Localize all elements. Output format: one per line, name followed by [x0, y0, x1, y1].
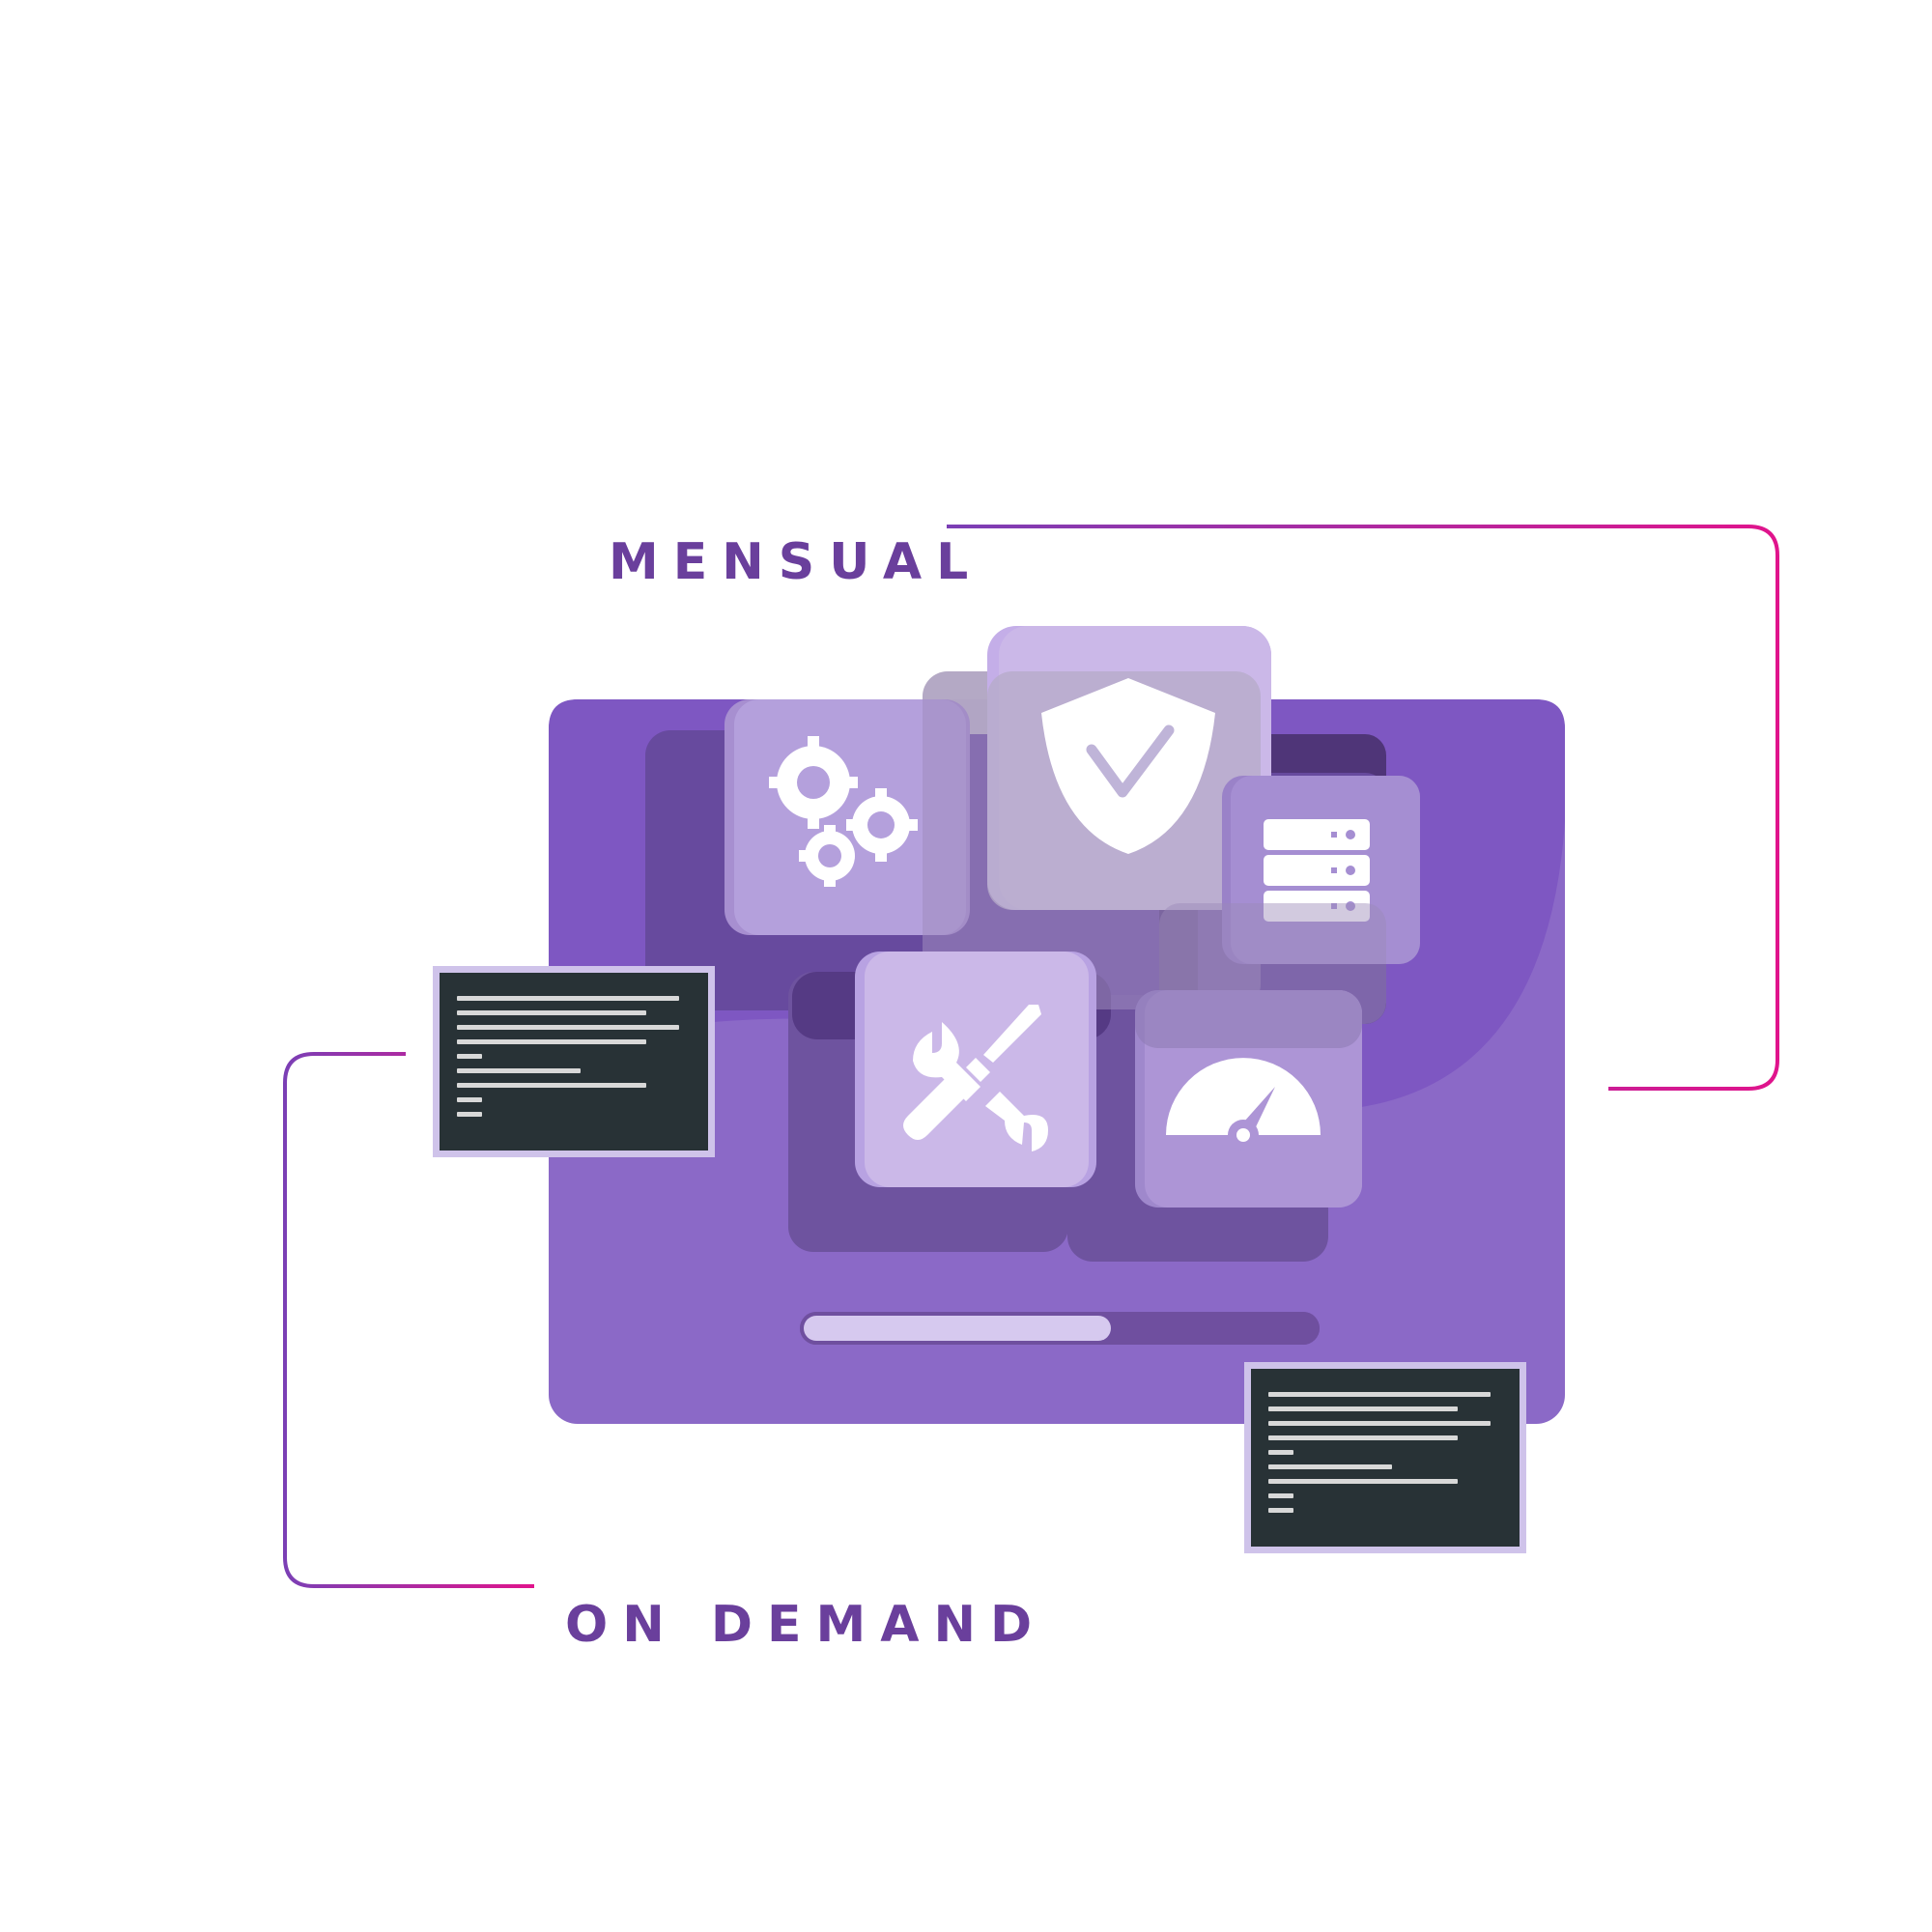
server-icon [1264, 819, 1370, 922]
progress-bar-fill [804, 1316, 1111, 1341]
terminal-window-left [433, 966, 715, 1157]
speedometer-icon [1166, 1058, 1321, 1151]
plan-label-monthly: MENSUAL [609, 533, 983, 591]
progress-bar [800, 1312, 1320, 1345]
bottom-connector [283, 1052, 534, 1588]
terminal-icon [440, 973, 708, 1151]
plan-label-on-demand: ON DEMAND [565, 1596, 1047, 1654]
terminal-window-right [1244, 1362, 1526, 1553]
gears-icon [769, 736, 918, 887]
terminal-icon [1251, 1369, 1520, 1547]
wrench-screwdriver-icon [903, 1005, 1048, 1151]
shield-check-icon [1041, 678, 1215, 854]
top-connector [947, 525, 1779, 1091]
